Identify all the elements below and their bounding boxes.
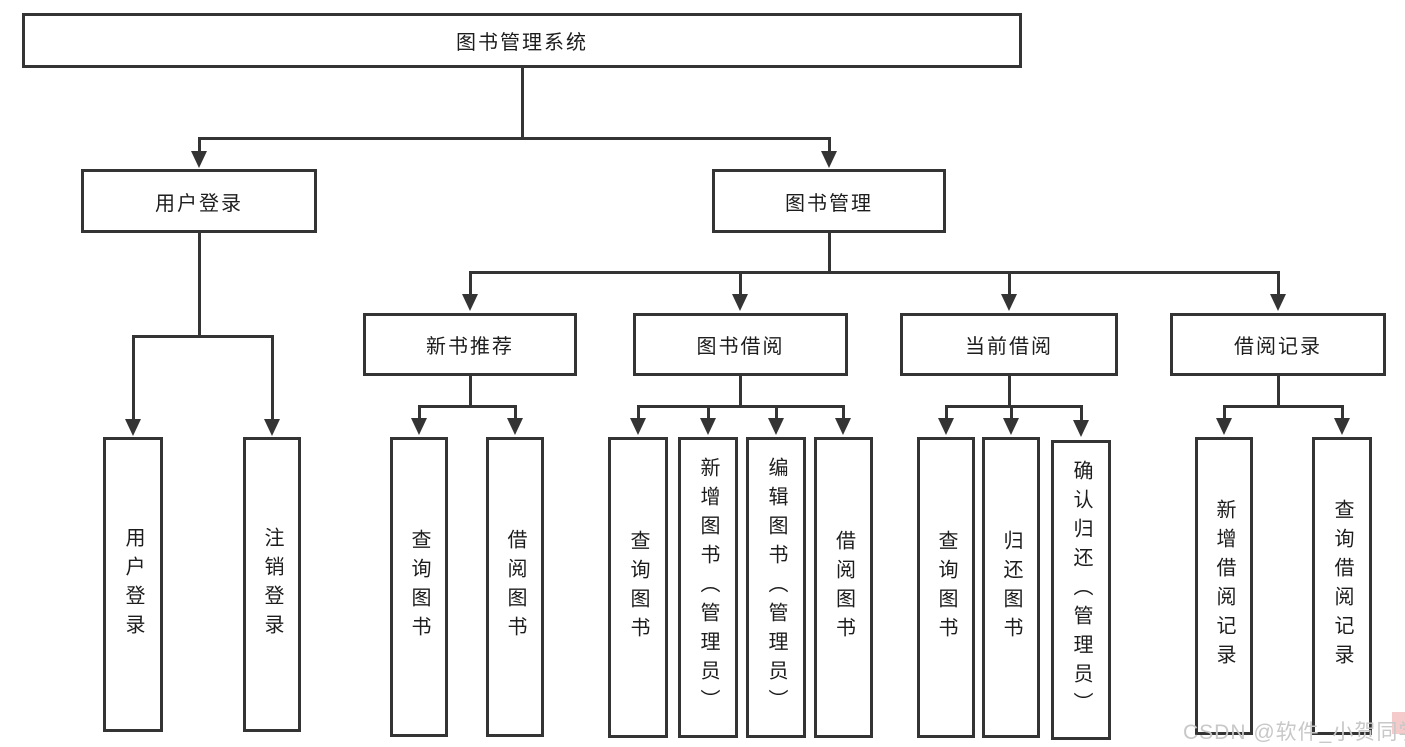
connector-line xyxy=(842,405,845,419)
leaf-user-login: 用户登录 xyxy=(103,437,163,732)
watermark-accent xyxy=(1392,712,1405,734)
connector-line xyxy=(1341,405,1344,419)
connector-line xyxy=(198,233,201,336)
leaf-edit-books-admin: 编辑图书（管理员） xyxy=(746,437,806,738)
node-label: 新书推荐 xyxy=(426,336,514,358)
node-label: 用户登录 xyxy=(155,192,243,215)
connector-line xyxy=(1223,405,1226,419)
connector-line xyxy=(1277,271,1280,295)
leaf-logout: 注销登录 xyxy=(243,437,301,732)
connector-line xyxy=(637,405,640,419)
leaf-add-books-admin: 新增图书（管理员） xyxy=(678,437,738,738)
connector-line xyxy=(1080,405,1083,421)
connector-line xyxy=(637,405,844,408)
node-label: 借阅图书 xyxy=(504,529,526,645)
leaf-return-books: 归还图书 xyxy=(982,437,1040,738)
arrow-down-icon xyxy=(125,419,141,436)
connector-line xyxy=(707,405,710,419)
leaf-borrow-books: 借阅图书 xyxy=(814,437,873,738)
arrow-down-icon xyxy=(835,418,851,435)
arrow-down-icon xyxy=(264,419,280,436)
connector-line xyxy=(418,405,421,419)
connector-line xyxy=(828,233,831,273)
node-label: 图书管理 xyxy=(785,192,873,215)
connector-line xyxy=(945,405,1082,408)
arrow-down-icon xyxy=(732,294,748,311)
connector-line xyxy=(198,137,830,140)
connector-line xyxy=(469,376,472,406)
node-borrow-records: 借阅记录 xyxy=(1170,313,1386,376)
node-label: 新增图书（管理员） xyxy=(697,457,719,718)
connector-line xyxy=(1008,376,1011,406)
connector-line xyxy=(521,68,524,138)
arrow-down-icon xyxy=(1003,418,1019,435)
node-label: 归还图书 xyxy=(1000,529,1022,646)
leaf-query-books-current: 查询图书 xyxy=(917,437,975,738)
node-label: 新增借阅记录 xyxy=(1213,499,1235,673)
node-label: 注销登录 xyxy=(261,526,283,643)
arrow-down-icon xyxy=(1270,294,1286,311)
leaf-borrow-books-recommend: 借阅图书 xyxy=(486,437,544,737)
arrow-down-icon xyxy=(630,418,646,435)
node-book-borrow: 图书借阅 xyxy=(633,313,848,376)
connector-line xyxy=(739,271,742,295)
node-label: 图书借阅 xyxy=(696,336,785,358)
arrow-down-icon xyxy=(938,418,954,435)
connector-line xyxy=(1008,271,1011,295)
node-label: 查询图书 xyxy=(627,529,649,646)
arrow-down-icon xyxy=(191,151,207,168)
arrow-down-icon xyxy=(821,151,837,168)
leaf-query-books-recommend: 查询图书 xyxy=(390,437,448,737)
connector-line xyxy=(132,335,273,338)
connector-line xyxy=(198,137,201,151)
arrow-down-icon xyxy=(1216,418,1232,435)
node-label: 借阅图书 xyxy=(832,529,855,646)
connector-line xyxy=(775,405,778,419)
node-label: 查询图书 xyxy=(408,529,430,645)
connector-line xyxy=(271,335,274,419)
connector-line xyxy=(132,335,135,419)
node-label: 借阅记录 xyxy=(1234,336,1322,358)
arrow-down-icon xyxy=(700,418,716,435)
connector-line xyxy=(828,137,831,151)
node-label: 确认归还（管理员） xyxy=(1070,459,1092,721)
node-label: 查询借阅记录 xyxy=(1331,499,1353,673)
node-label: 当前借阅 xyxy=(965,336,1053,358)
node-label: 用户登录 xyxy=(122,526,144,643)
leaf-add-borrow-record: 新增借阅记录 xyxy=(1195,437,1253,735)
connector-line xyxy=(1223,405,1343,408)
connector-line xyxy=(514,405,517,419)
node-label: 查询图书 xyxy=(935,529,957,646)
connector-line xyxy=(469,271,472,295)
node-library-system-root: 图书管理系统 xyxy=(22,13,1022,68)
connector-line xyxy=(1010,405,1013,419)
arrow-down-icon xyxy=(1001,294,1017,311)
node-label: 编辑图书（管理员） xyxy=(765,457,787,718)
arrow-down-icon xyxy=(462,294,478,311)
leaf-confirm-return-admin: 确认归还（管理员） xyxy=(1051,440,1111,740)
connector-line xyxy=(739,376,742,406)
arrow-down-icon xyxy=(1073,420,1089,437)
connector-line xyxy=(469,271,1280,274)
arrow-down-icon xyxy=(507,418,523,435)
node-label: 图书管理系统 xyxy=(456,32,588,54)
connector-line xyxy=(418,405,516,408)
arrow-down-icon xyxy=(411,418,427,435)
arrow-down-icon xyxy=(768,418,784,435)
connector-line xyxy=(1277,376,1280,406)
leaf-query-borrow-record: 查询借阅记录 xyxy=(1312,437,1372,735)
watermark: CSDN @软件_小贺同学 xyxy=(1183,721,1405,744)
node-current-borrow: 当前借阅 xyxy=(900,313,1118,376)
node-user-login: 用户登录 xyxy=(81,169,317,233)
node-new-book-recommend: 新书推荐 xyxy=(363,313,577,376)
leaf-query-books-borrow: 查询图书 xyxy=(608,437,668,738)
node-book-management: 图书管理 xyxy=(712,169,946,233)
arrow-down-icon xyxy=(1334,418,1350,435)
connector-line xyxy=(945,405,948,419)
